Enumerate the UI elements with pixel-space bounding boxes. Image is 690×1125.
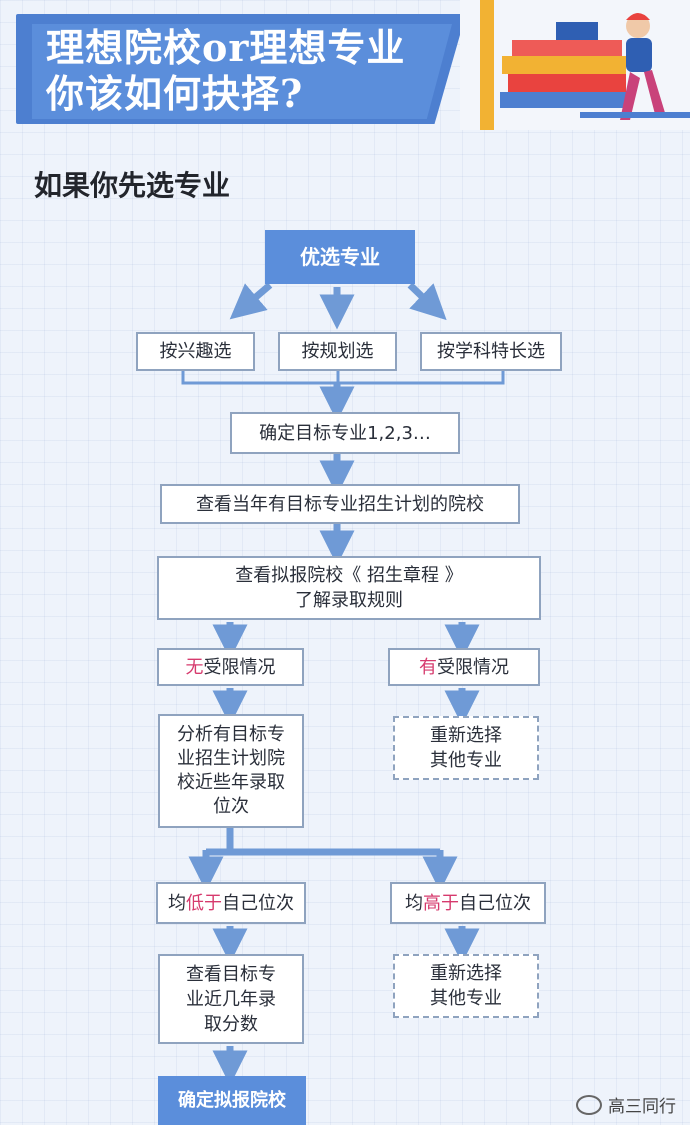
node-check-rules: 查看拟报院校《 招生章程 》 了解录取规则 [157, 556, 541, 620]
options-merge-line [181, 371, 505, 385]
node-reselect-a: 重新选择 其他专业 [393, 716, 539, 780]
node-reselect-b: 重新选择 其他专业 [393, 954, 539, 1018]
banner-title-line1: 理想院校or理想专业 [46, 25, 406, 70]
node-option-plan: 按规划选 [278, 332, 397, 371]
node-check-plan: 查看当年有目标专业招生计划的院校 [160, 484, 520, 524]
node-final: 确定拟报院校 [158, 1076, 306, 1125]
arrow-start-right [407, 282, 447, 321]
higher-highlight: 高于 [423, 892, 459, 914]
node-higher-rank: 均高于自己位次 [390, 882, 546, 924]
has-limit-highlight: 有 [419, 656, 437, 678]
no-limit-highlight: 无 [185, 656, 204, 678]
node-start: 优选专业 [265, 230, 415, 284]
study-illustration [460, 0, 690, 130]
node-option-interest: 按兴趣选 [136, 332, 255, 371]
wechat-icon [576, 1094, 602, 1115]
node-option-subject: 按学科特长选 [420, 332, 562, 371]
node-has-limit: 有受限情况 [388, 648, 540, 686]
node-target-major: 确定目标专业1,2,3… [230, 412, 460, 454]
banner-title-line2: 你该如何抉择? [46, 71, 304, 116]
split-line [226, 828, 440, 856]
node-lower-rank: 均低于自己位次 [156, 882, 306, 924]
arrow-start-left [229, 282, 273, 320]
node-analyze-rank: 分析有目标专 业招生计划院 校近些年录取 位次 [158, 714, 304, 828]
watermark: 高三同行 [576, 1092, 676, 1117]
node-check-scores: 查看目标专 业近几年录 取分数 [158, 954, 304, 1044]
node-no-limit: 无受限情况 [157, 648, 304, 686]
section-title: 如果你先选专业 [34, 169, 231, 202]
watermark-text: 高三同行 [608, 1097, 676, 1117]
lower-highlight: 低于 [186, 892, 222, 914]
title-banner [32, 24, 452, 119]
